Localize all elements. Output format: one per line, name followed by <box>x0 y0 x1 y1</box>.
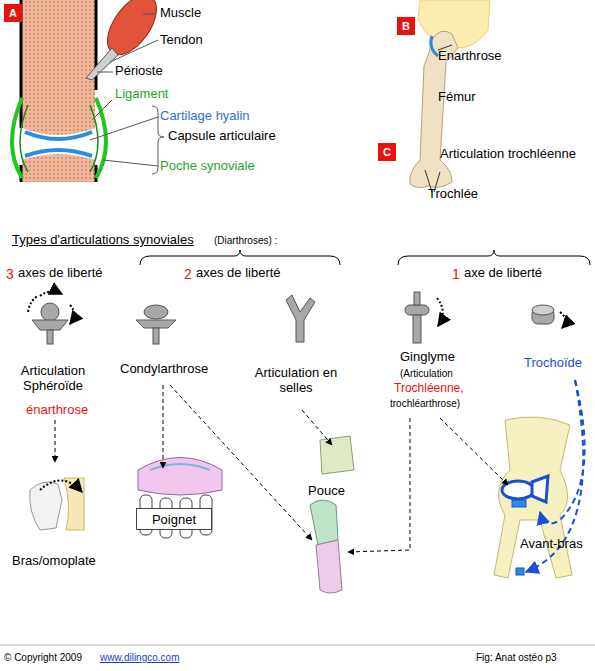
joint-note: trochléarthrose) <box>390 398 460 410</box>
node-text: Poignet <box>149 512 199 527</box>
axis-count: 2 <box>184 266 192 282</box>
part-label: Périoste <box>115 64 163 79</box>
panel-letter-box: A <box>4 4 22 22</box>
part-label: Fémur <box>438 90 476 105</box>
example-label: Bras/omoplate <box>12 554 96 569</box>
axis-label: axes de liberté <box>196 266 281 281</box>
panel-letter-box: B <box>397 17 415 35</box>
part-label: Ligament <box>115 87 168 102</box>
copyright-note: © Copyright 2009 <box>4 652 82 664</box>
joint-type: Articulation Sphéroïde <box>12 364 94 394</box>
part-label: Poche synoviale <box>160 159 255 174</box>
part-label: Cartilage hyalin <box>160 109 250 124</box>
part-label: Muscle <box>160 6 201 21</box>
joint-type: Articulation en selles <box>252 366 340 396</box>
example-label: Pouce <box>308 484 345 499</box>
axis-label: axe de liberté <box>464 266 542 281</box>
axis-label: axes de liberté <box>18 266 103 281</box>
part-label: Articulation trochléenne <box>440 147 576 162</box>
joint-type: Trochléenne, <box>394 382 464 396</box>
figure-reference: Fig: Anat ostéo p3 <box>476 652 557 664</box>
section-title: Types d'articulations synoviales <box>12 233 194 248</box>
label-box: Poignet <box>136 508 212 530</box>
axis-count: 3 <box>6 266 14 282</box>
example-label: Avant-bras <box>520 537 583 552</box>
part-label: Capsule articulaire <box>168 129 276 144</box>
joint-type: Ginglyme <box>400 350 455 365</box>
node-text: C <box>380 146 394 158</box>
part-label: Trochlée <box>428 187 478 202</box>
joint-type: énarthrose <box>26 403 88 418</box>
node-text: B <box>399 20 413 32</box>
part-label: Tendon <box>160 33 203 48</box>
joint-type: Condylarthrose <box>120 362 208 377</box>
website-link: www.dilingco.com <box>100 652 179 664</box>
part-label: Enarthrose <box>438 49 502 64</box>
node-text: A <box>6 7 20 19</box>
axis-count: 1 <box>452 266 460 282</box>
joint-note: (Articulation <box>400 368 453 380</box>
section-subtitle: (Diarthroses) : <box>214 235 277 247</box>
joint-type: Trochoïde <box>524 356 582 371</box>
panel-letter-box: C <box>378 143 396 161</box>
